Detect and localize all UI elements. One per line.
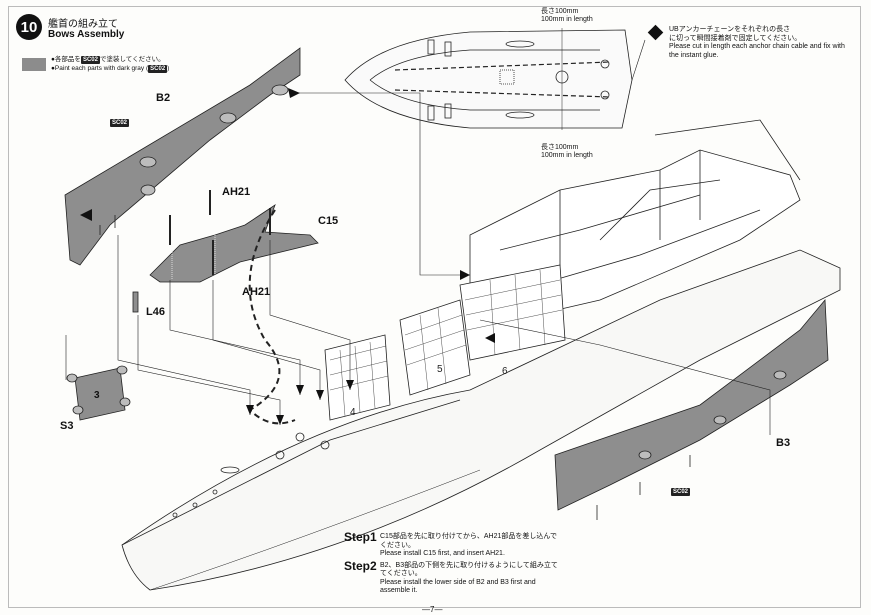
- hull-body: [121, 249, 841, 591]
- paint-note-line2-pre: ●Paint each parts with dark gray (: [51, 64, 149, 72]
- step-1-jp: C15部品を先に取り付けてから、AH21部品を差し込んでください。: [380, 533, 558, 549]
- label-s3: S3: [60, 420, 74, 432]
- paint-note-line2-post: ): [167, 64, 170, 72]
- measurement-bottom-en: 100mm in length: [541, 152, 593, 159]
- title-english: Bows Assembly: [48, 29, 125, 40]
- paint-note-line1-pre: ●各部品を: [51, 56, 81, 63]
- placement-dashed-curve: [248, 209, 296, 425]
- step-instructions: Step1 C15部品を先に取り付けてから、AH21部品を差し込んでください。 …: [344, 530, 560, 599]
- step-2: Step2 B2、B3部品の下側を先に取り付けるようにして組み立ててください。 …: [344, 558, 560, 596]
- part-b2-panel: [64, 47, 301, 266]
- part-ah21-rods: [169, 190, 271, 275]
- measurement-top-en: 100mm in length: [541, 16, 593, 23]
- anchor-note-en: Please cut in length each anchor chain c…: [669, 43, 845, 59]
- deck-topview: [344, 28, 633, 130]
- b2-paint-code: SC02: [110, 119, 130, 127]
- hull-number-6: 6: [502, 366, 508, 377]
- page-number: —7—: [422, 605, 443, 614]
- label-ah21-top: AH21: [222, 186, 251, 198]
- part-s3: [66, 365, 131, 421]
- paint-note-line1-post: で塗装してください。: [99, 56, 165, 63]
- step-1: Step1 C15部品を先に取り付けてから、AH21部品を差し込んでください。 …: [344, 530, 560, 559]
- title-japanese: 艦首の組み立て: [48, 19, 118, 30]
- measurement-top: 長さ100mm 100mm in length: [541, 8, 593, 24]
- step-number-badge: 10: [16, 14, 42, 40]
- measurement-bottom-jp: 長さ100mm: [541, 144, 579, 151]
- hull-number-5: 5: [437, 364, 443, 375]
- label-b3: B3: [776, 437, 791, 449]
- label-ah21-bottom: AH21: [242, 286, 271, 298]
- superstructure: [324, 119, 801, 421]
- paint-code-badge: SC02: [80, 56, 100, 64]
- part-c15: [149, 203, 319, 283]
- anchor-note-jp2: に切って瞬間接着剤で固定してください。: [669, 34, 802, 42]
- page-border: [8, 6, 861, 608]
- paint-code-badge: SC02: [148, 64, 168, 73]
- guide-lines: [65, 39, 771, 435]
- label-l46: L46: [146, 306, 165, 318]
- s3-mark: 3: [94, 390, 100, 401]
- anchor-chain-note: UBアンカーチェーンをそれぞれの長さ に切って瞬間接着剤で固定してください。 P…: [669, 26, 854, 60]
- arrows: [80, 88, 495, 425]
- step-1-en: Please install C15 first, and insert AH2…: [380, 550, 505, 557]
- part-l46: [132, 291, 139, 313]
- label-c15: C15: [318, 215, 339, 227]
- measurement-bottom: 長さ100mm 100mm in length: [541, 144, 593, 160]
- paint-swatch: [22, 58, 46, 71]
- step-1-label: Step1: [344, 530, 377, 544]
- part-b3-panel: [554, 298, 829, 520]
- anchor-note-jp1: UBアンカーチェーンをそれぞれの長さ: [669, 26, 791, 33]
- label-b2: B2: [156, 92, 171, 104]
- step-2-en: Please install the lower side of B2 and …: [380, 578, 536, 595]
- hull-number-4: 4: [350, 407, 356, 418]
- measurement-top-jp: 長さ100mm: [541, 8, 579, 15]
- step-2-jp: B2、B3部品の下側を先に取り付けるようにして組み立ててください。: [380, 561, 558, 578]
- step-2-label: Step2: [344, 558, 377, 573]
- b3-paint-code: SC02: [671, 488, 691, 496]
